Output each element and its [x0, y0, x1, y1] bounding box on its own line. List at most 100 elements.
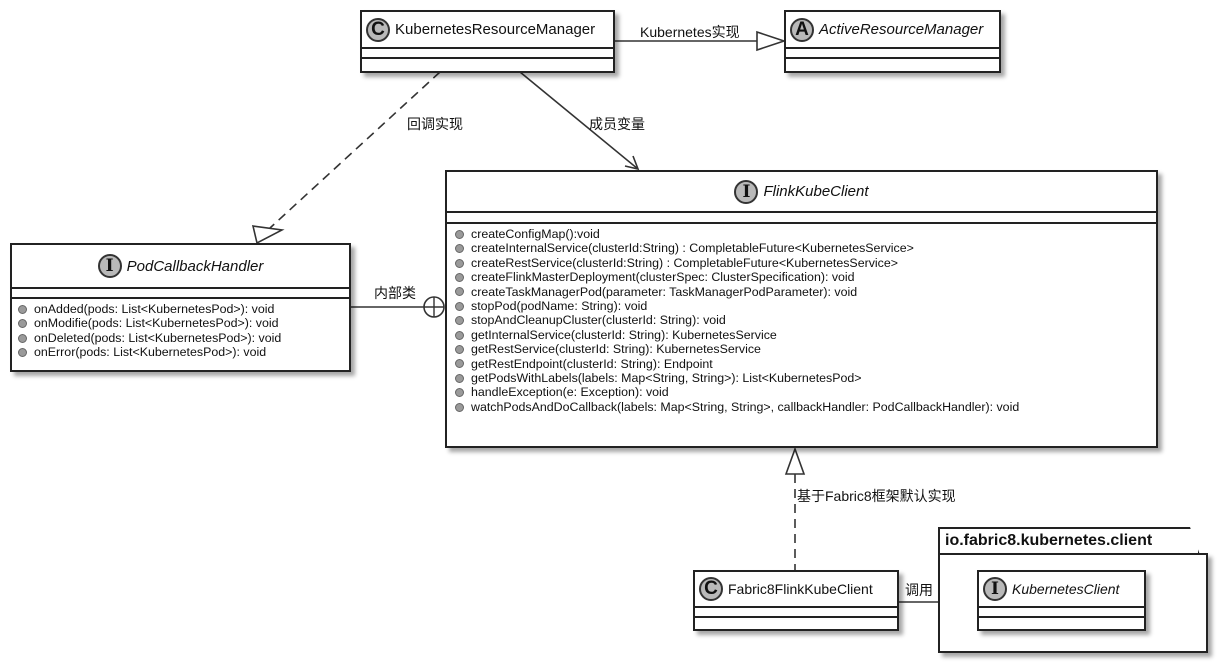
method-row: createConfigMap():void — [455, 227, 1156, 241]
class-name: KubernetesClient — [1012, 581, 1120, 597]
method-signature: getRestEndpoint(clusterId: String): Endp… — [471, 356, 713, 371]
public-method-icon — [455, 373, 464, 383]
hollow-triangle-arrowhead — [756, 30, 787, 52]
attributes-section — [786, 49, 999, 59]
interface-flink-kube-client[interactable]: I FlinkKubeClient createConfigMap():void… — [445, 170, 1158, 448]
open-arrowhead — [624, 155, 640, 171]
class-stereotype-icon: C — [366, 17, 390, 42]
class-header: C KubernetesResourceManager — [362, 12, 613, 49]
methods-section: onAdded(pods: List<KubernetesPod>): void… — [12, 299, 349, 364]
method-row: createTaskManagerPod(parameter: TaskMana… — [455, 285, 1156, 299]
method-signature: onError(pods: List<KubernetesPod>): void — [34, 345, 267, 360]
interface-kubernetes-client[interactable]: I KubernetesClient — [977, 570, 1146, 631]
public-method-icon — [18, 347, 27, 357]
method-signature: getPodsWithLabels(labels: Map<String, St… — [471, 371, 862, 386]
method-signature: createFlinkMasterDeployment(clusterSpec:… — [471, 270, 855, 285]
method-row: stopPod(podName: String): void — [455, 299, 1156, 313]
public-method-icon — [455, 402, 464, 412]
public-method-icon — [455, 316, 464, 326]
class-active-resource-manager[interactable]: A ActiveResourceManager — [784, 10, 1001, 73]
method-row: onError(pods: List<KubernetesPod>): void — [18, 345, 349, 359]
public-method-icon — [18, 304, 27, 314]
interface-stereotype-icon: I — [97, 254, 122, 278]
methods-section — [979, 618, 1144, 628]
method-signature: watchPodsAndDoCallback(labels: Map<Strin… — [471, 399, 1020, 414]
class-header: A ActiveResourceManager — [786, 12, 999, 49]
interface-stereotype-icon: I — [983, 577, 1007, 601]
edge-label-fabric8-default-impl: 基于Fabric8框架默认实现 — [797, 488, 956, 504]
edge-label-callback-impl: 回调实现 — [407, 116, 463, 132]
edge-fabric8-default-impl — [784, 446, 806, 570]
method-signature: createTaskManagerPod(parameter: TaskMana… — [471, 284, 858, 299]
public-method-icon — [455, 388, 464, 398]
method-row: handleException(e: Exception): void — [455, 385, 1156, 399]
method-signature: createInternalService(clusterId:String) … — [471, 241, 914, 256]
public-method-icon — [455, 330, 464, 340]
public-method-icon — [18, 319, 27, 329]
attributes-section — [12, 289, 349, 299]
abstract-stereotype-icon: A — [790, 17, 814, 42]
edge-label-invoke: 调用 — [905, 582, 933, 598]
edge-member-variable — [519, 71, 640, 171]
class-name: PodCallbackHandler — [126, 257, 264, 275]
method-row: onModifie(pods: List<KubernetesPod>): vo… — [18, 316, 349, 330]
method-row: createFlinkMasterDeployment(clusterSpec:… — [455, 270, 1156, 284]
class-header: C Fabric8FlinkKubeClient — [695, 572, 897, 608]
method-signature: getRestService(clusterId: String): Kuber… — [471, 342, 761, 357]
methods-section — [362, 59, 613, 69]
class-name: FlinkKubeClient — [763, 183, 869, 200]
interface-pod-callback-handler[interactable]: I PodCallbackHandler onAdded(pods: List<… — [10, 243, 351, 372]
method-row: createRestService(clusterId:String) : Co… — [455, 256, 1156, 270]
public-method-icon — [455, 287, 464, 297]
attributes-section — [447, 213, 1156, 224]
method-signature: onModifie(pods: List<KubernetesPod>): vo… — [34, 316, 279, 331]
method-row: watchPodsAndDoCallback(labels: Map<Strin… — [455, 400, 1156, 414]
attributes-section — [362, 49, 613, 59]
public-method-icon — [455, 344, 464, 354]
edge-kubernetes-impl — [614, 30, 787, 52]
public-method-icon — [455, 229, 464, 239]
public-method-icon — [455, 272, 464, 282]
hollow-triangle-arrowhead — [784, 446, 806, 475]
public-method-icon — [455, 301, 464, 311]
method-row: getInternalService(clusterId: String): K… — [455, 328, 1156, 342]
attributes-section — [695, 608, 897, 618]
edge-callback-impl — [251, 71, 441, 245]
method-row: stopAndCleanupCluster(clusterId: String)… — [455, 313, 1156, 327]
attributes-section — [979, 608, 1144, 618]
class-name: Fabric8FlinkKubeClient — [728, 581, 873, 597]
package-name: io.fabric8.kubernetes.client — [945, 532, 1153, 549]
method-row: getPodsWithLabels(labels: Map<String, St… — [455, 371, 1156, 385]
class-name: ActiveResourceManager — [819, 21, 984, 38]
class-header: I FlinkKubeClient — [447, 172, 1156, 213]
method-signature: onDeleted(pods: List<KubernetesPod>): vo… — [34, 330, 282, 345]
edge-inner-class — [350, 296, 445, 318]
class-header: I KubernetesClient — [979, 572, 1144, 608]
class-header: I PodCallbackHandler — [12, 245, 349, 289]
method-row: createInternalService(clusterId:String) … — [455, 241, 1156, 255]
class-fabric8-flink-kube-client[interactable]: C Fabric8FlinkKubeClient — [693, 570, 899, 631]
method-signature: stopPod(podName: String): void — [471, 299, 648, 314]
method-row: getRestService(clusterId: String): Kuber… — [455, 342, 1156, 356]
class-name: KubernetesResourceManager — [395, 21, 596, 38]
method-row: getRestEndpoint(clusterId: String): Endp… — [455, 357, 1156, 371]
method-signature: createRestService(clusterId:String) : Co… — [471, 255, 898, 270]
public-method-icon — [455, 359, 464, 369]
edge-label-kubernetes-impl: Kubernetes实现 — [640, 24, 740, 40]
methods-section — [695, 618, 897, 628]
method-signature: handleException(e: Exception): void — [471, 385, 669, 400]
hollow-triangle-arrowhead — [251, 225, 285, 245]
public-method-icon — [18, 333, 27, 343]
class-stereotype-icon: C — [699, 577, 723, 601]
public-method-icon — [455, 244, 464, 254]
edge-label-inner-class: 内部类 — [374, 285, 416, 301]
methods-section — [786, 59, 999, 69]
package-tab: io.fabric8.kubernetes.client — [938, 527, 1200, 555]
edge-label-member-variable: 成员变量 — [589, 116, 645, 132]
method-row: onDeleted(pods: List<KubernetesPod>): vo… — [18, 331, 349, 345]
method-signature: stopAndCleanupCluster(clusterId: String)… — [471, 313, 726, 328]
public-method-icon — [455, 258, 464, 268]
method-row: onAdded(pods: List<KubernetesPod>): void — [18, 302, 349, 316]
class-kubernetes-resource-manager[interactable]: C KubernetesResourceManager — [360, 10, 615, 73]
